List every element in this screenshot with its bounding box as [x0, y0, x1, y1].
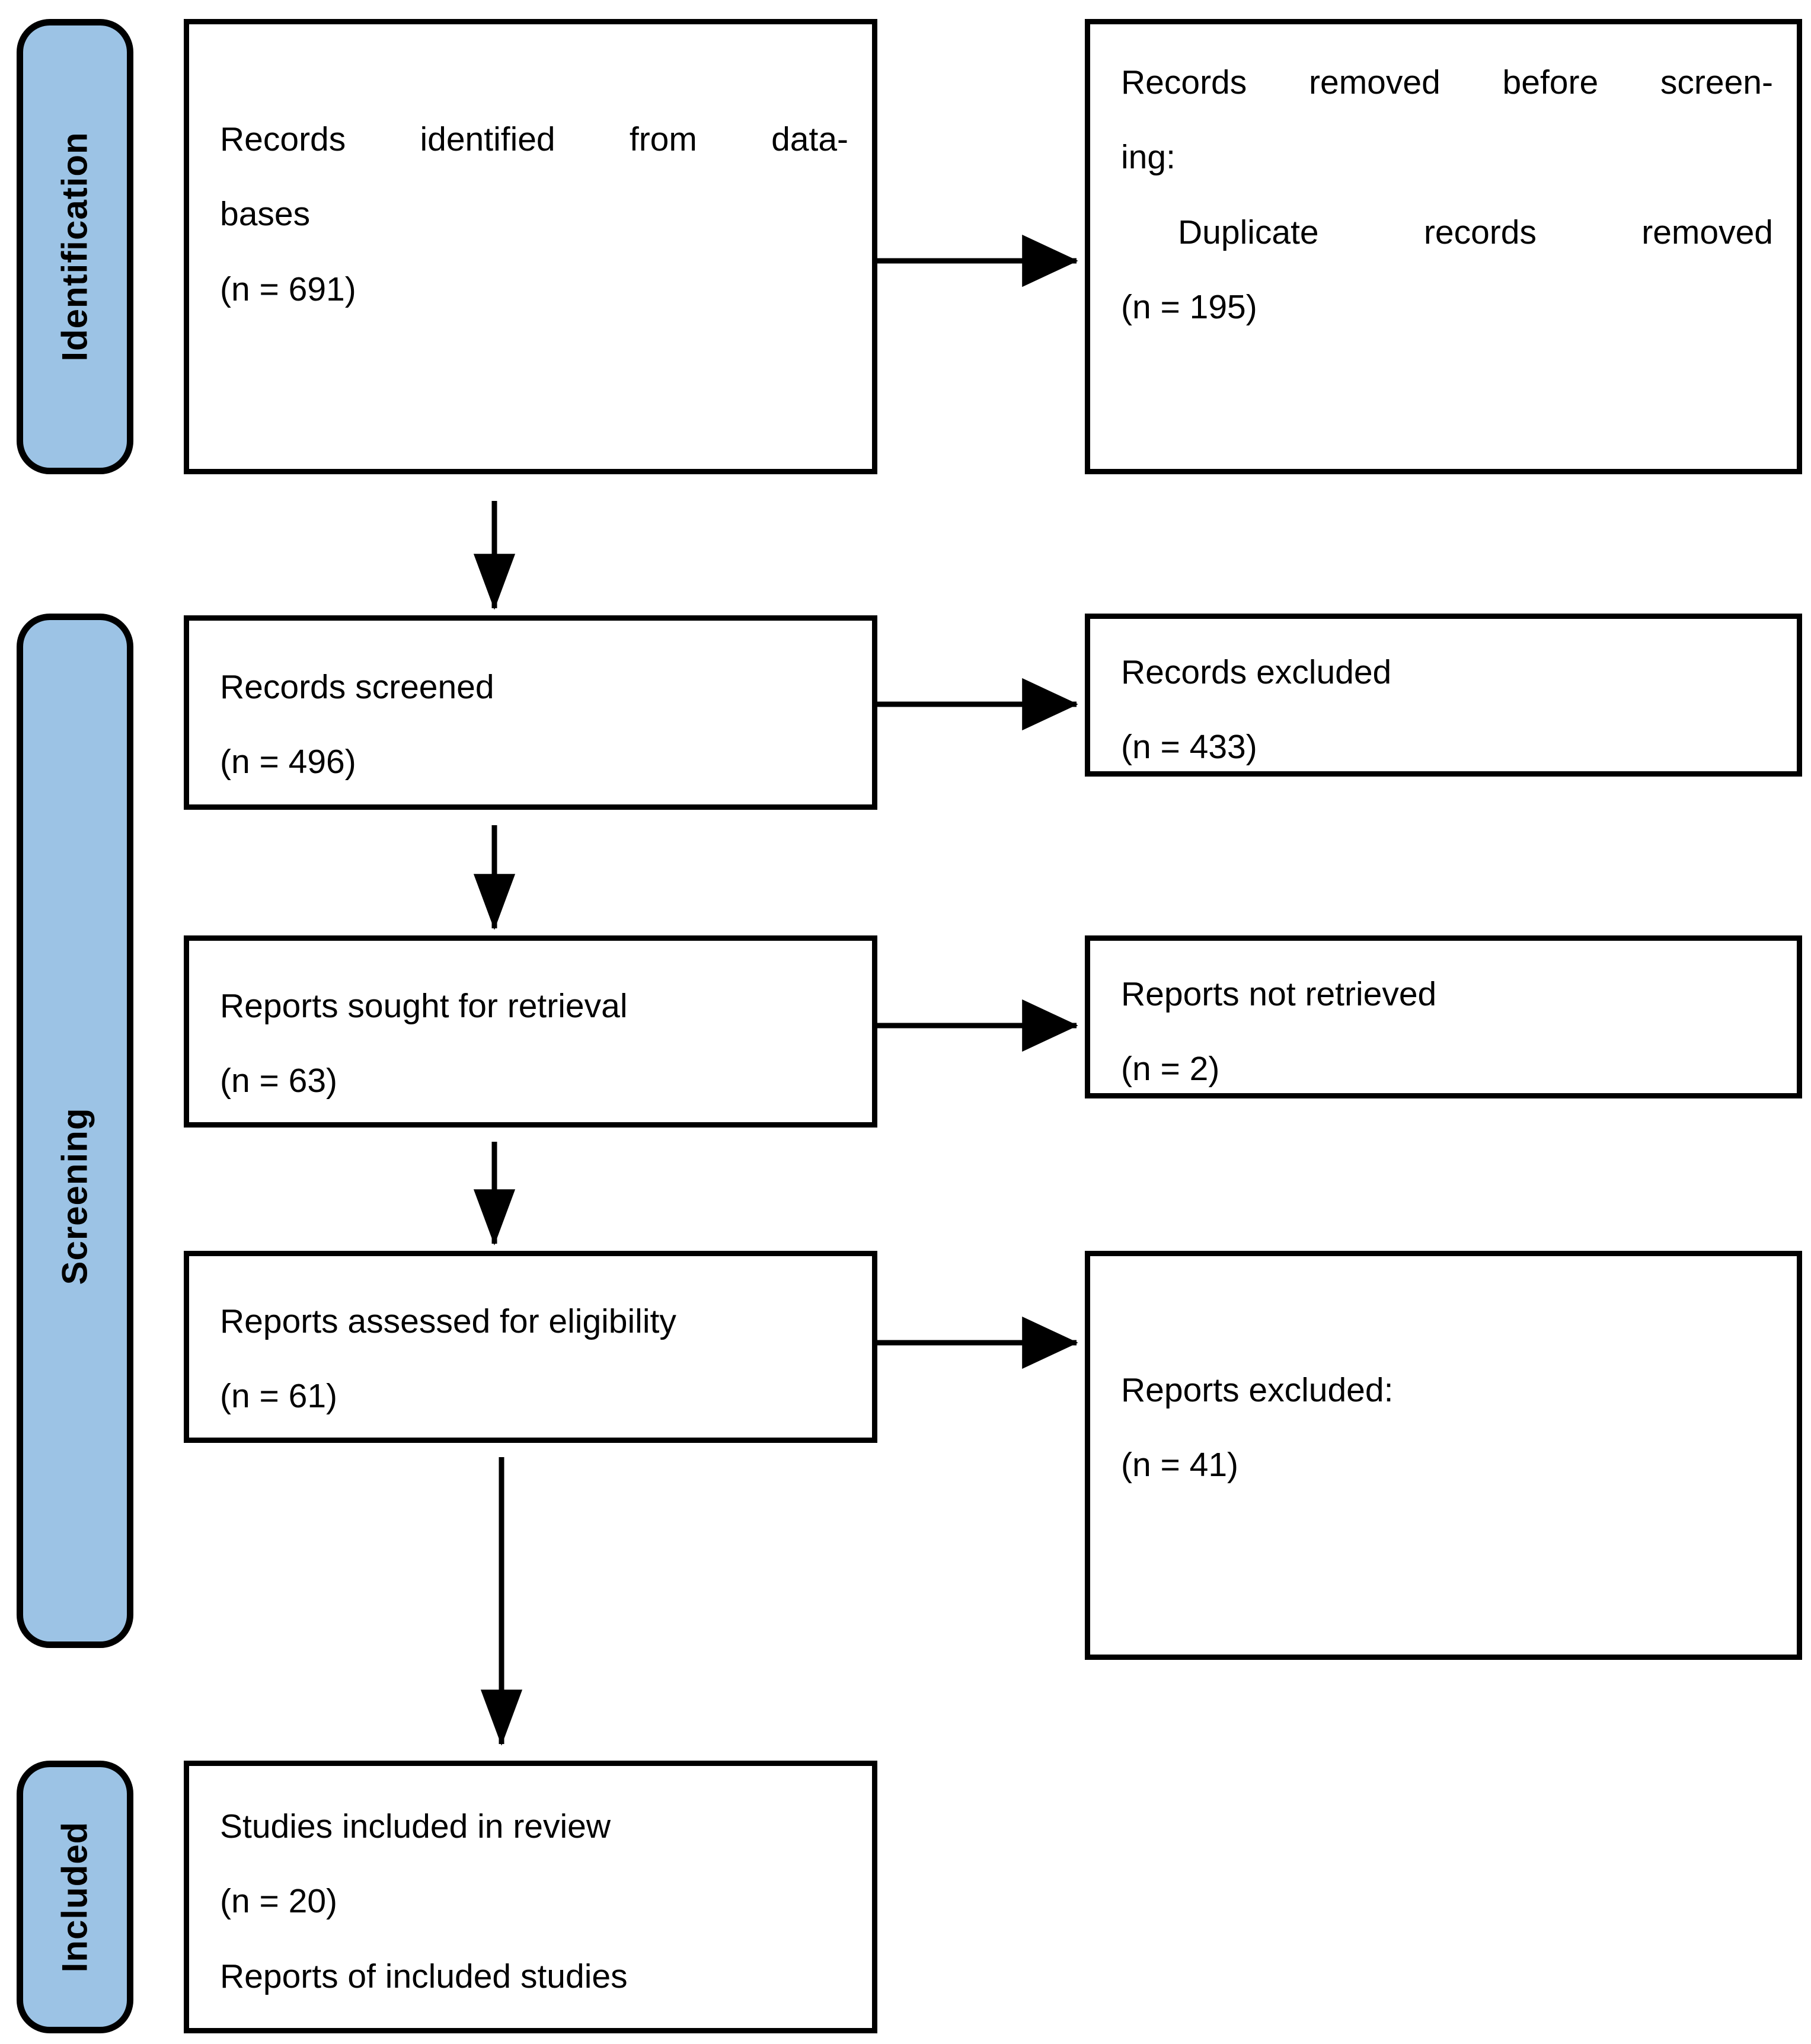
records-identified-line2: bases: [220, 195, 311, 234]
node-studies-included-body: Studies included in review (n = 20) Repo…: [220, 1799, 848, 2004]
reports-not-retrieved-line1: Reports not retrieved: [1121, 975, 1437, 1013]
reports-sought-line1: Reports sought for retrieval: [220, 987, 628, 1025]
stage-label-identification: Identification: [55, 132, 95, 362]
stage-rail-included: Included: [17, 1761, 133, 2033]
reports-assessed-line1: Reports assessed for eligibility: [220, 1302, 676, 1340]
records-removed-line1: Records removed before screen-: [1121, 63, 1773, 101]
node-reports-assessed-body: Reports assessed for eligibility (n = 61…: [220, 1294, 848, 1424]
node-records-screened: Records screened (n = 496): [184, 615, 877, 810]
stage-rail-identification: Identification: [17, 19, 133, 474]
reports-sought-count: (n = 63): [220, 1062, 338, 1100]
node-records-removed: Records removed before screen- ing: Dupl…: [1085, 19, 1802, 474]
node-records-screened-body: Records screened (n = 496): [220, 660, 848, 790]
records-screened-count: (n = 496): [220, 743, 356, 781]
node-reports-not-retrieved: Reports not retrieved (n = 2): [1085, 935, 1802, 1098]
reports-excluded-count: (n = 41): [1121, 1446, 1239, 1484]
node-reports-assessed: Reports assessed for eligibility (n = 61…: [184, 1251, 877, 1443]
node-reports-not-retrieved-body: Reports not retrieved (n = 2): [1121, 967, 1773, 1097]
studies-included-reports: Reports of included studies: [220, 1957, 628, 1995]
records-removed-count: (n = 195): [1121, 288, 1257, 326]
records-excluded-line1: Records excluded: [1121, 653, 1392, 691]
stage-label-included: Included: [55, 1821, 95, 1973]
node-records-excluded-body: Records excluded (n = 433): [1121, 645, 1773, 775]
reports-excluded-line1: Reports excluded:: [1121, 1371, 1394, 1409]
node-records-excluded: Records excluded (n = 433): [1085, 614, 1802, 777]
node-reports-sought-body: Reports sought for retrieval (n = 63): [220, 979, 848, 1109]
node-reports-excluded: Reports excluded: (n = 41): [1085, 1251, 1802, 1660]
records-identified-count: (n = 691): [220, 270, 356, 308]
node-reports-excluded-body: Reports excluded: (n = 41): [1121, 1363, 1773, 1493]
node-records-removed-body: Records removed before screen- ing: Dupl…: [1121, 55, 1773, 334]
studies-included-count: (n = 20): [220, 1882, 338, 1921]
records-screened-line1: Records screened: [220, 668, 494, 706]
stage-label-screening: Screening: [55, 1107, 95, 1285]
node-studies-included: Studies included in review (n = 20) Repo…: [184, 1761, 877, 2033]
records-removed-duplicates: Duplicate records removed: [1178, 213, 1773, 251]
reports-assessed-count: (n = 61): [220, 1377, 338, 1416]
node-reports-sought: Reports sought for retrieval (n = 63): [184, 935, 877, 1128]
reports-not-retrieved-count: (n = 2): [1121, 1050, 1220, 1088]
studies-included-line1: Studies included in review: [220, 1807, 611, 1845]
node-records-identified: Records identified from data- bases (n =…: [184, 19, 877, 474]
stage-rail-screening: Screening: [17, 614, 133, 1648]
records-excluded-count: (n = 433): [1121, 728, 1257, 766]
node-records-identified-body: Records identified from data- bases (n =…: [220, 112, 848, 317]
records-identified-line1: Records identified from data-: [220, 120, 848, 158]
records-removed-line2: ing:: [1121, 138, 1176, 177]
